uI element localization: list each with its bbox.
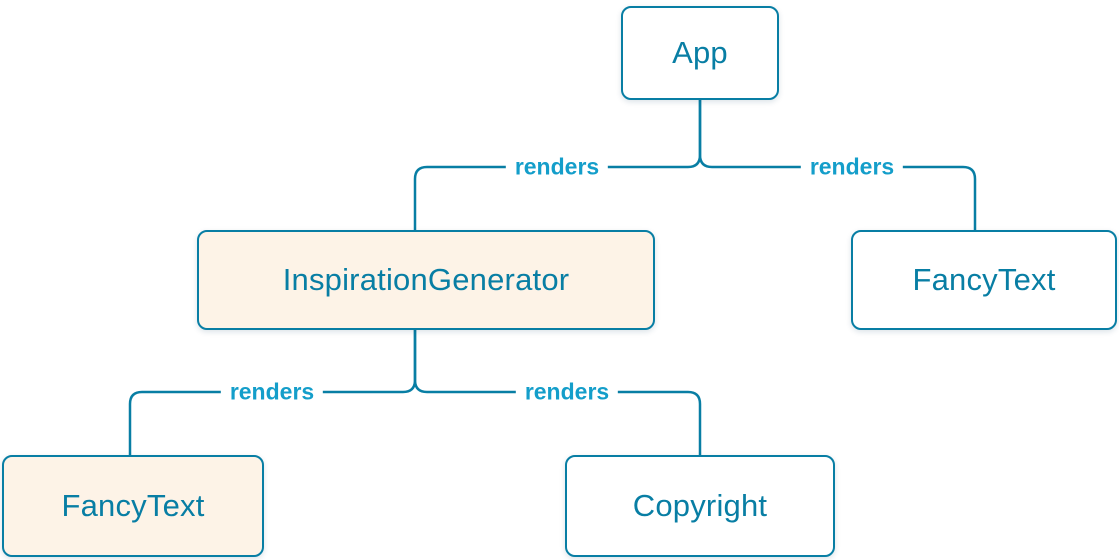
tree-node-fancytext-left-label: FancyText [61, 488, 205, 523]
edge-label-renders-inspirationgenerator-copyright: renders [515, 379, 619, 405]
edge-label-renders-app-inspirationgenerator: renders [505, 154, 609, 180]
tree-node-fancytext-right-label: FancyText [912, 262, 1056, 297]
edge-label-renders-inspirationgenerator-fancytext: renders [220, 379, 324, 405]
edge-label-renders-app-fancytext: renders [800, 154, 904, 180]
tree-node-inspiration-generator: InspirationGenerator [197, 230, 655, 330]
tree-node-inspiration-generator-label: InspirationGenerator [282, 262, 570, 297]
tree-node-copyright-label: Copyright [632, 488, 768, 523]
tree-node-fancytext-left: FancyText [2, 455, 264, 557]
tree-node-app-label: App [672, 35, 728, 70]
tree-node-fancytext-right: FancyText [851, 230, 1117, 330]
tree-node-copyright: Copyright [565, 455, 835, 557]
tree-node-app: App [621, 6, 779, 100]
